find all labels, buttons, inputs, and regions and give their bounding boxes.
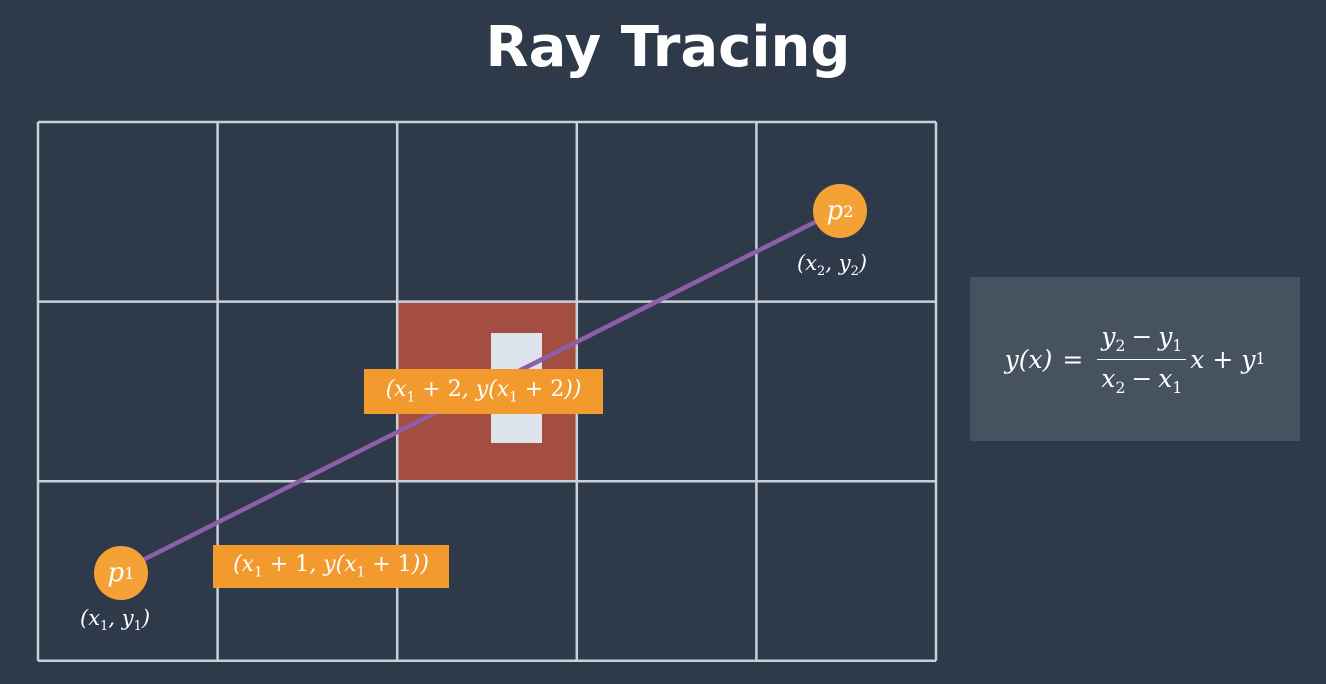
point-p2-sub: 2 bbox=[843, 201, 854, 221]
point-p2-name: p bbox=[826, 196, 844, 226]
slope-numerator: y2−y1 bbox=[1097, 322, 1187, 360]
step-label-x1-plus-2: (x1 + 2, y(x1 + 2)) bbox=[364, 369, 603, 414]
step-offset-2-inner: 2 bbox=[550, 377, 565, 403]
point-p1-name: p bbox=[107, 558, 125, 588]
slope-fraction: y2−y1 x2−x1 bbox=[1097, 322, 1187, 397]
step-offset-1: 1 bbox=[295, 552, 310, 578]
step-offset-1-inner: 1 bbox=[397, 552, 412, 578]
step-offset-2: 2 bbox=[447, 377, 462, 403]
point-p1-sub: 1 bbox=[124, 563, 135, 583]
point-p1-coordinates: (x1, y1) bbox=[80, 606, 151, 635]
slide-title: Ray Tracing bbox=[485, 15, 851, 80]
step-label-x1-plus-1: (x1 + 1, y(x1 + 1)) bbox=[213, 545, 449, 588]
slope-denominator: x2−x1 bbox=[1101, 363, 1183, 397]
equation-lhs: y(x) bbox=[1004, 344, 1053, 374]
point-p2-coordinates: (x2, y2) bbox=[797, 251, 868, 280]
